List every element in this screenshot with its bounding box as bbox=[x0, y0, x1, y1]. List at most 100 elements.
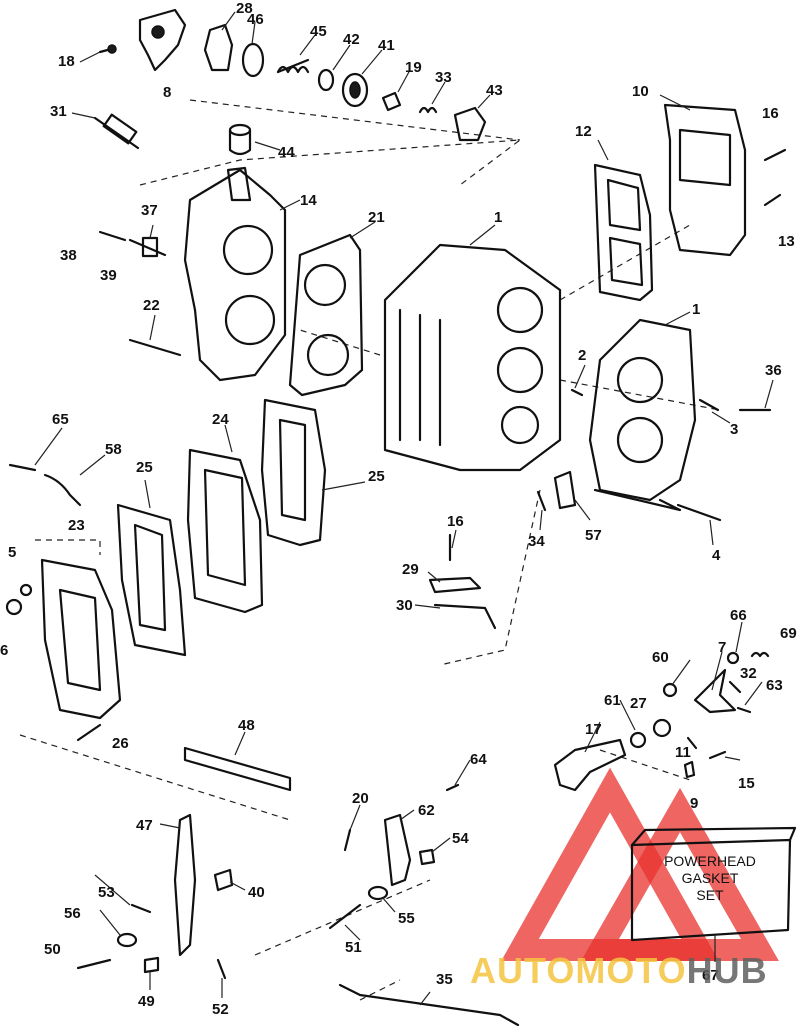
callout-30: 30 bbox=[396, 597, 413, 614]
callout-7: 7 bbox=[718, 639, 726, 656]
callout-57: 57 bbox=[585, 527, 602, 544]
callout-18: 18 bbox=[58, 53, 75, 70]
callout-20: 20 bbox=[352, 790, 369, 807]
part-65-screw bbox=[8, 463, 37, 472]
part-2-dowel bbox=[570, 388, 584, 397]
part-44-cup bbox=[228, 123, 252, 156]
part-9-clip bbox=[683, 760, 696, 779]
part-17-cam bbox=[553, 738, 627, 792]
part-10-exhaust-cover bbox=[663, 103, 747, 257]
callout-46: 46 bbox=[247, 11, 264, 28]
callout-25: 25 bbox=[136, 459, 153, 476]
callout-31: 31 bbox=[50, 103, 67, 120]
callout-41: 41 bbox=[378, 37, 395, 54]
part-30-link bbox=[433, 603, 497, 630]
callout-65: 65 bbox=[52, 411, 69, 428]
part-31-sensor bbox=[93, 113, 140, 150]
part-55-washer bbox=[367, 885, 389, 901]
part-66-nut bbox=[726, 651, 740, 665]
callout-69: 69 bbox=[780, 625, 797, 642]
callout-4: 4 bbox=[712, 547, 721, 564]
part-32-pin bbox=[728, 680, 742, 694]
callout-47: 47 bbox=[136, 817, 153, 834]
part-25-gasket-left bbox=[116, 503, 187, 657]
callout-34: 34 bbox=[528, 533, 545, 550]
part-52-screw bbox=[216, 958, 227, 980]
callout-56: 56 bbox=[64, 905, 81, 922]
part-1-crankcase-half bbox=[588, 318, 697, 512]
part-5-washer bbox=[19, 583, 33, 597]
callout-67: 67 bbox=[702, 967, 719, 984]
part-53-screw bbox=[130, 903, 152, 914]
part-33-spring bbox=[418, 106, 438, 114]
callout-36: 36 bbox=[765, 362, 782, 379]
callout-23: 23 bbox=[68, 517, 85, 534]
callout-12: 12 bbox=[575, 123, 592, 140]
part-12-gasket bbox=[593, 163, 654, 302]
callout-58: 58 bbox=[105, 441, 122, 458]
callout-13: 13 bbox=[778, 233, 795, 250]
callout-44: 44 bbox=[278, 144, 295, 161]
part-4-bolt bbox=[676, 503, 722, 522]
callout-45: 45 bbox=[310, 23, 327, 40]
part-26-screw bbox=[76, 723, 102, 742]
part-51-bolt bbox=[328, 903, 362, 930]
callout-40: 40 bbox=[248, 884, 265, 901]
part-29-plate bbox=[428, 576, 482, 594]
part-25-gasket-right bbox=[260, 398, 327, 547]
part-7-arm bbox=[693, 668, 737, 714]
callout-54: 54 bbox=[452, 830, 469, 847]
part-46-o-ring bbox=[241, 42, 265, 78]
callout-10: 10 bbox=[632, 83, 649, 100]
callout-43: 43 bbox=[486, 82, 503, 99]
callout-35: 35 bbox=[436, 971, 453, 988]
part-69-spring bbox=[750, 651, 770, 658]
part-41-seal bbox=[341, 72, 369, 108]
callout-leaders bbox=[34, 11, 774, 1006]
callout-37: 37 bbox=[141, 202, 158, 219]
callout-1b: 1 bbox=[692, 301, 700, 318]
part-67-gasket-set-box bbox=[630, 826, 797, 942]
callout-64: 64 bbox=[470, 751, 487, 768]
callout-1: 1 bbox=[494, 209, 502, 226]
part-13-screw bbox=[763, 193, 782, 207]
callout-27: 27 bbox=[630, 695, 647, 712]
part-50-bolt bbox=[76, 958, 112, 970]
callout-62: 62 bbox=[418, 802, 435, 819]
watermark-text: AUTOMOTOHUB bbox=[470, 950, 768, 992]
callout-63: 63 bbox=[766, 677, 783, 694]
watermark-logo bbox=[501, 767, 779, 961]
part-49-bushing bbox=[143, 956, 160, 974]
part-24-cover bbox=[186, 448, 264, 614]
assembly-dashed-lines bbox=[19, 99, 721, 1001]
callout-29: 29 bbox=[402, 561, 419, 578]
part-1-crankcase bbox=[383, 243, 562, 472]
callout-11: 11 bbox=[675, 744, 691, 761]
callout-9: 9 bbox=[690, 795, 698, 812]
part-58-hose bbox=[43, 473, 82, 507]
callout-42: 42 bbox=[343, 31, 360, 48]
callout-16: 16 bbox=[762, 105, 779, 122]
part-27-spacer bbox=[652, 718, 672, 738]
part-23-bypass-cover bbox=[40, 558, 122, 720]
callout-19: 19 bbox=[405, 59, 422, 76]
watermark-brand-part2: HUB bbox=[686, 950, 768, 991]
part-37-fitting bbox=[128, 236, 167, 258]
part-14-cylinder-head bbox=[183, 166, 287, 382]
callout-25b: 25 bbox=[368, 468, 385, 485]
part-34-screw bbox=[536, 490, 547, 512]
part-42-washer bbox=[317, 68, 335, 92]
callout-49: 49 bbox=[138, 993, 155, 1010]
callout-21: 21 bbox=[368, 209, 385, 226]
part-19-fitting bbox=[381, 91, 402, 112]
part-40-roller bbox=[213, 868, 234, 892]
part-18-screw bbox=[98, 44, 117, 54]
part-38-pin bbox=[98, 230, 127, 242]
callout-16b: 16 bbox=[447, 513, 464, 530]
callout-22: 22 bbox=[143, 297, 160, 314]
callout-8: 8 bbox=[163, 84, 171, 101]
part-63-screw bbox=[736, 706, 752, 714]
part-54-roller bbox=[418, 848, 436, 866]
callout-2: 2 bbox=[578, 347, 586, 364]
